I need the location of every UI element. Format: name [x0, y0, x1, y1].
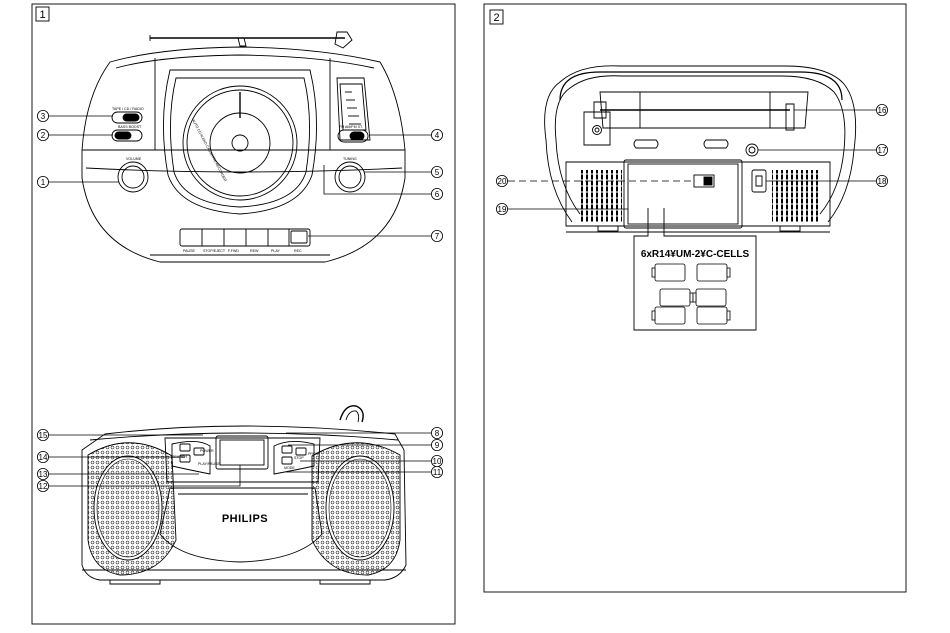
- callout-8: 8: [430, 426, 443, 439]
- callout-3: 3: [37, 110, 50, 123]
- callout-7: 7: [430, 229, 443, 242]
- panel-2-number: 2: [493, 12, 499, 24]
- power-label: POWER: [200, 449, 214, 453]
- callout-17: 17: [876, 143, 889, 156]
- battery-cells: [651, 263, 731, 325]
- rear-grille-left: [578, 170, 622, 222]
- callout-15: 15: [37, 428, 50, 441]
- callout-9: 9: [430, 438, 443, 451]
- panel-1-number: 1: [39, 9, 45, 21]
- panel-1-frame: [31, 3, 456, 625]
- svg-text:17: 17: [878, 146, 887, 155]
- svg-text:3: 3: [41, 112, 46, 121]
- svg-text:8: 8: [435, 429, 440, 438]
- function-label: TAPE / CD / RADIO: [112, 107, 144, 111]
- battery-label: 6xR14¥UM-2¥C-CELLS: [641, 249, 750, 260]
- callout-4: 4: [430, 128, 443, 141]
- svg-text:6: 6: [435, 190, 440, 199]
- callout-18: 18: [876, 174, 889, 187]
- callouts-bottom: 15 14 13 12 8 9 10 11: [37, 426, 443, 492]
- callouts-rear: 16 17 18 20 19: [495, 104, 889, 215]
- brand-logo: PHILIPS: [222, 513, 268, 525]
- callout-1: 1: [37, 175, 50, 188]
- callout-10: 10: [430, 454, 443, 467]
- stop-label: STOP: [294, 456, 304, 460]
- boombox-top-view: [81, 31, 406, 263]
- deck-key-pause: PAUSE: [183, 249, 196, 253]
- left-speaker: [87, 442, 177, 576]
- callout-13: 13: [37, 467, 50, 480]
- svg-text:14: 14: [39, 453, 48, 462]
- callout-19: 19: [495, 202, 508, 215]
- callout-14: 14: [37, 450, 50, 463]
- play-pause-label: PLAY/PAUSE: [198, 462, 220, 466]
- svg-text:12: 12: [39, 482, 48, 491]
- deck-key-stop-eject: STOP/EJECT: [203, 249, 226, 253]
- svg-text:19: 19: [498, 205, 507, 214]
- callout-2: 2: [37, 128, 50, 141]
- svg-text:15: 15: [39, 431, 48, 440]
- deck-key-rew: REW: [250, 249, 259, 253]
- svg-text:10: 10: [433, 457, 442, 466]
- svg-text:9: 9: [435, 441, 440, 450]
- callouts-top: 3 2 1 4 5 6 7: [37, 110, 443, 242]
- callout-20: 20: [495, 174, 508, 187]
- svg-text:2: 2: [41, 131, 46, 140]
- callout-11: 11: [430, 465, 443, 478]
- panel-2-frame: [483, 3, 907, 593]
- svg-text:1: 1: [41, 178, 46, 187]
- deck-key-labels: PAUSE STOP/EJECT F.FWD REW PLAY REC: [183, 249, 302, 253]
- callout-12: 12: [37, 479, 50, 492]
- callout-5: 5: [430, 165, 443, 178]
- band-label: FM AM/FM ST.: [339, 125, 363, 129]
- prog-label: PROG: [308, 452, 319, 456]
- svg-text:18: 18: [878, 177, 887, 186]
- right-speaker: [311, 442, 401, 576]
- boombox-rear-view: [544, 65, 857, 233]
- tuning-label: TUNING: [343, 157, 357, 161]
- rear-grille-right: [772, 170, 820, 222]
- callout-6: 6: [430, 187, 443, 200]
- deck-key-ffwd: F.FWD: [228, 249, 239, 253]
- callout-16: 16: [876, 104, 889, 117]
- deck-key-play: PLAY: [271, 249, 281, 253]
- volume-label: VOLUME: [126, 157, 142, 161]
- deck-key-rec: REC: [294, 249, 302, 253]
- bass-boost-label: BASS BOOST: [118, 125, 142, 129]
- svg-text:16: 16: [878, 106, 887, 115]
- svg-text:13: 13: [39, 470, 48, 479]
- battery-inset: [633, 208, 757, 331]
- svg-text:7: 7: [435, 232, 440, 241]
- svg-text:5: 5: [435, 168, 440, 177]
- svg-text:11: 11: [433, 468, 442, 477]
- svg-text:20: 20: [498, 177, 507, 186]
- mode-label: MODE: [284, 466, 295, 470]
- svg-text:4: 4: [435, 131, 440, 140]
